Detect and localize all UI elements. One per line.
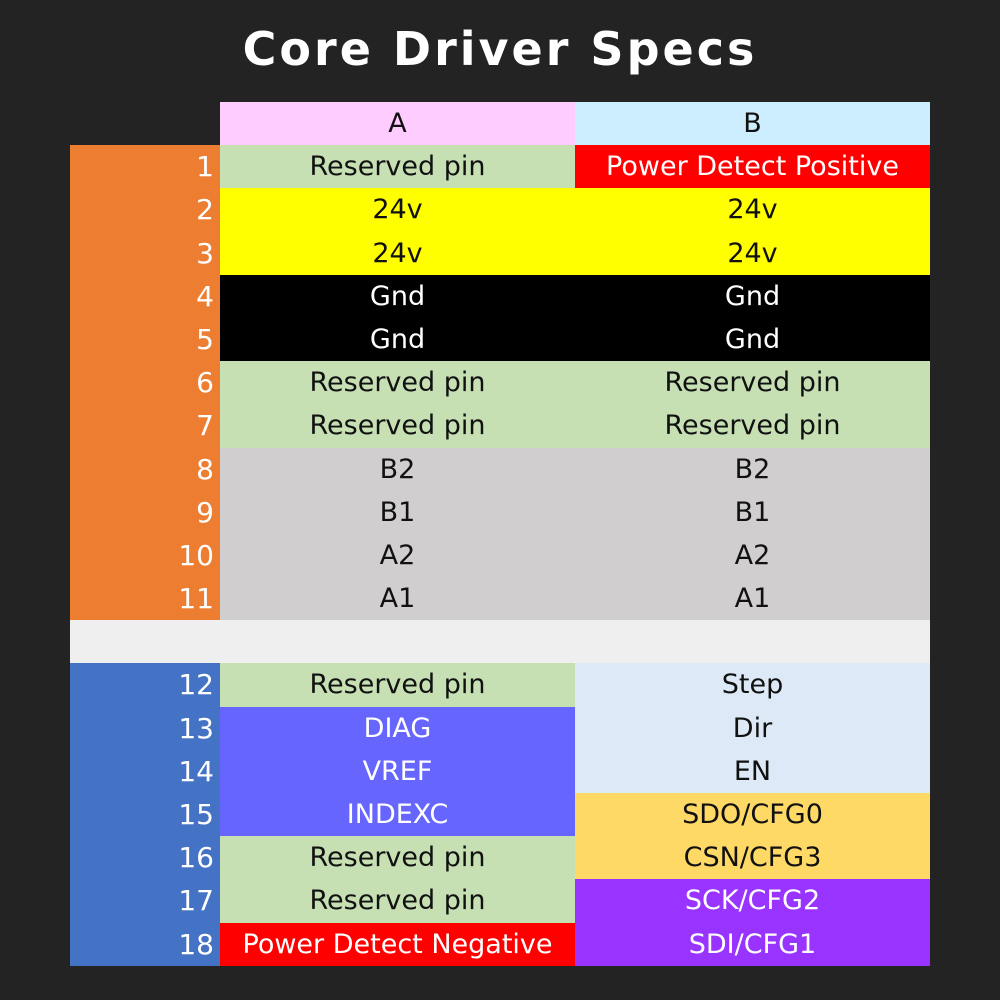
column-header-a: A [220,102,575,146]
table-row: 17 Reserved pin SCK/CFG2 [70,879,930,923]
pin-a-value: 24v [220,231,575,275]
pin-number: 18 [70,922,220,966]
pin-a-value: DIAG [220,706,575,750]
pin-b-value: SDI/CFG1 [575,922,930,966]
pin-a-value: Gnd [220,317,575,362]
pin-a-value: Reserved pin [220,145,575,189]
pin-number: 12 [70,663,220,707]
pin-b-value: B2 [575,447,930,491]
pin-a-value: B2 [220,447,575,491]
pin-number: 16 [70,836,220,880]
pin-number: 14 [70,749,220,793]
pin-a-value: B1 [220,490,575,534]
pin-number: 2 [70,188,220,232]
table-row: 16 Reserved pin CSN/CFG3 [70,836,930,880]
pin-a-value: Gnd [220,274,575,318]
pin-a-value: INDEXC [220,793,575,837]
table-row: 6 Reserved pin Reserved pin [70,361,930,405]
pin-b-value: Reserved pin [575,404,930,448]
table-row: 14 VREF EN [70,749,930,793]
table-row: 3 24v 24v [70,231,930,275]
pin-a-value: Reserved pin [220,361,575,405]
pin-number: 10 [70,533,220,578]
pin-b-value: Power Detect Positive [575,145,930,189]
pin-b-value: SDO/CFG0 [575,793,930,837]
table-row: 18 Power Detect Negative SDI/CFG1 [70,922,930,966]
table-row: 1 Reserved pin Power Detect Positive [70,145,930,189]
pin-a-value: A2 [220,533,575,578]
pin-b-value: Gnd [575,274,930,318]
pin-b-value: B1 [575,490,930,534]
pin-table: A B 1 Reserved pin Power Detect Positive… [70,102,930,966]
table-row: 2 24v 24v [70,188,930,232]
pin-b-value: 24v [575,188,930,232]
pin-b-value: Dir [575,706,930,750]
pin-b-value: 24v [575,231,930,275]
group-divider [70,620,930,664]
pin-number: 9 [70,490,220,534]
pin-b-value: CSN/CFG3 [575,836,930,880]
pin-a-value: Power Detect Negative [220,922,575,966]
table-row: 9 B1 B1 [70,490,930,534]
table-row: 13 DIAG Dir [70,706,930,750]
table-row: 15 INDEXC SDO/CFG0 [70,793,930,837]
table-row: 7 Reserved pin Reserved pin [70,404,930,448]
pin-a-value: Reserved pin [220,879,575,923]
table-row: 8 B2 B2 [70,447,930,491]
pin-number: 6 [70,361,220,405]
pin-a-value: Reserved pin [220,663,575,707]
pin-a-value: VREF [220,749,575,793]
header-corner [70,102,220,145]
pin-number: 4 [70,274,220,318]
pin-b-value: Gnd [575,317,930,362]
table-row: 4 Gnd Gnd [70,274,930,318]
pin-number: 7 [70,404,220,448]
table-row: 11 A1 A1 [70,577,930,621]
pin-b-value: SCK/CFG2 [575,879,930,923]
pin-b-value: A2 [575,533,930,578]
pin-b-value: A1 [575,577,930,621]
pin-b-value: Reserved pin [575,361,930,405]
pin-a-value: Reserved pin [220,404,575,448]
page-title: Core Driver Specs [242,22,758,76]
pin-number: 17 [70,879,220,923]
pin-a-value: 24v [220,188,575,232]
pin-a-value: A1 [220,577,575,621]
table-row: 12 Reserved pin Step [70,663,930,707]
pin-number: 5 [70,317,220,362]
table-row: 10 A2 A2 [70,533,930,578]
pin-number: 11 [70,577,220,621]
header-row: A B [70,102,930,146]
column-header-b: B [575,102,930,146]
pin-number: 3 [70,231,220,275]
pin-number: 13 [70,706,220,750]
pin-number: 15 [70,793,220,837]
pin-a-value: Reserved pin [220,836,575,880]
pin-b-value: EN [575,749,930,793]
table-row: 5 Gnd Gnd [70,317,930,362]
pin-number: 1 [70,145,220,189]
pin-number: 8 [70,447,220,491]
pin-b-value: Step [575,663,930,707]
